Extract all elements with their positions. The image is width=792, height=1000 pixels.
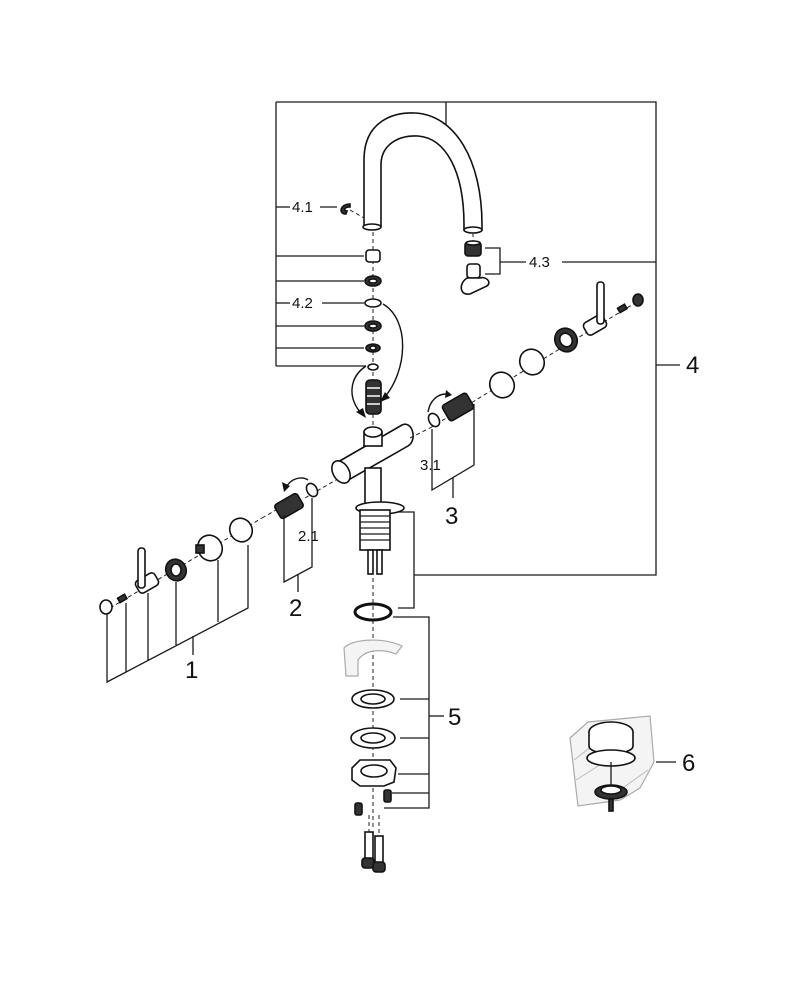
handle-1-leaders (106, 545, 249, 684)
left-cartridge (261, 477, 319, 520)
callout-4: 4 (686, 352, 699, 379)
retaining-clip-4-1 (276, 203, 365, 219)
callout-2: 2 (289, 595, 302, 622)
callout-3-1: 3.1 (420, 457, 441, 474)
callout-5: 5 (448, 704, 461, 731)
pop-up-waste (569, 715, 655, 812)
body-leader (398, 511, 415, 609)
spout-seal-stack (364, 249, 382, 415)
insert-arrow-icon (382, 303, 404, 399)
seal-leader-lines (276, 255, 366, 367)
spout (362, 112, 483, 234)
callout-4-2: 4.2 (292, 295, 313, 312)
right-handle-assembly (427, 281, 644, 429)
group-4-frame (275, 101, 680, 576)
callout-6: 6 (682, 750, 695, 777)
callout-1: 1 (185, 657, 198, 684)
callout-2-1: 2.1 (298, 528, 319, 545)
callout-4-1: 4.1 (292, 199, 313, 216)
cartridge-2-leader (283, 498, 313, 584)
cartridge-3-leader (431, 404, 475, 492)
mounting-set (343, 578, 403, 873)
callout-3: 3 (445, 503, 458, 530)
mixer-body (304, 423, 431, 575)
aerator-4-3 (460, 233, 656, 295)
left-handle-assembly (99, 517, 263, 615)
insert-arrow-icon (351, 365, 367, 415)
mounting-leaders (384, 616, 444, 809)
callout-4-3: 4.3 (529, 254, 550, 271)
